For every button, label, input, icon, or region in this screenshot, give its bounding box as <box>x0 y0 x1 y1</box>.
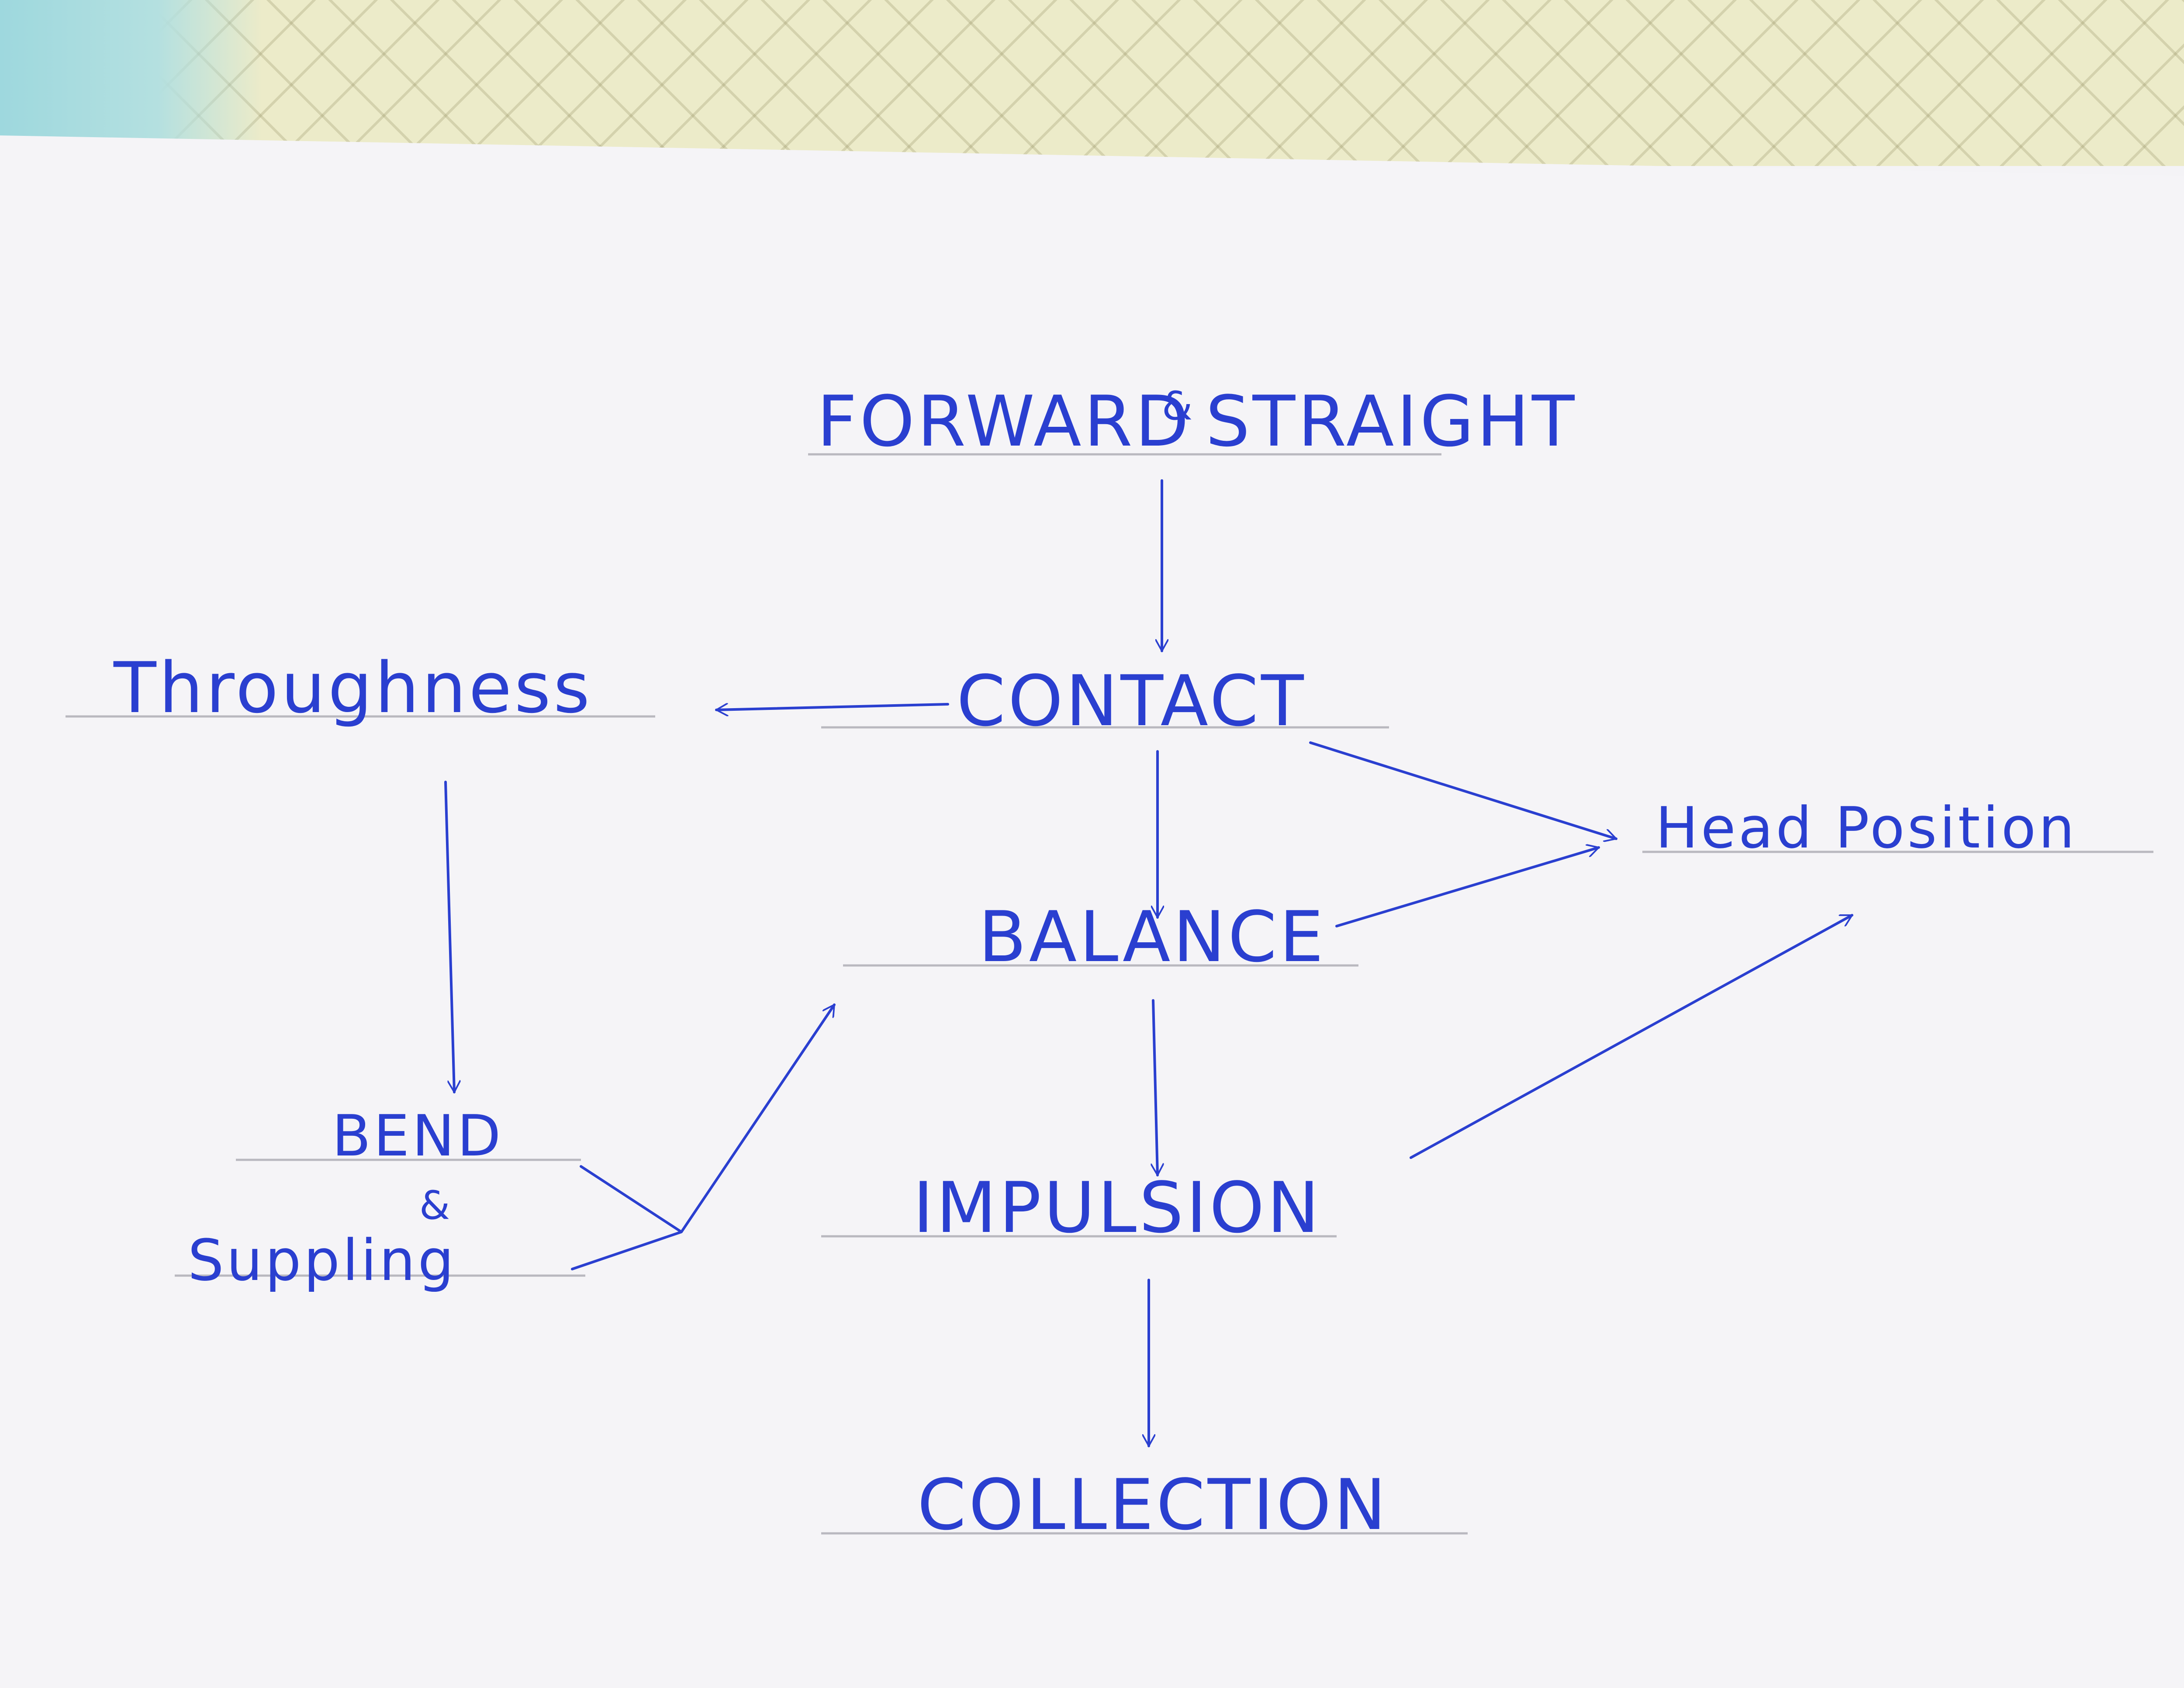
node-forward-label-word1: FORWARD <box>817 380 1192 462</box>
node-throughness-label: Throughness <box>113 647 592 729</box>
edge-impulsion-to-head-position <box>1410 914 1852 1159</box>
node-balance-label: BALANCE <box>978 896 1326 978</box>
edge-bend-to-balance <box>571 1005 836 1270</box>
edge-throughness-to-bend <box>444 781 454 1092</box>
node-bend-amp: & <box>419 1183 450 1228</box>
edge-contact-to-throughness <box>716 703 949 710</box>
fabric-background-blue-corner <box>0 0 262 140</box>
edge-balance-to-impulsion <box>1153 999 1158 1175</box>
node-bend-label: BEND <box>332 1103 504 1169</box>
node-forward-label-amp: & <box>1162 383 1192 429</box>
edge-contact-to-head-position <box>1309 741 1616 839</box>
node-suppling-label: Suppling <box>188 1227 456 1294</box>
fabric-background <box>0 0 2184 166</box>
node-impulsion-label: IMPULSION <box>913 1167 1322 1249</box>
node-collection-label: COLLECTION <box>917 1464 1389 1546</box>
node-forward-straight: FORWARD & STRAIGHT <box>817 380 1577 462</box>
node-bend-suppling: BEND & Suppling <box>188 1103 504 1294</box>
node-head-position-label: Head Position <box>1655 795 2077 861</box>
node-contact-label: CONTACT <box>957 660 1306 742</box>
node-forward-label-word2: STRAIGHT <box>1206 380 1577 462</box>
edge-balance-to-head-position <box>1335 847 1599 927</box>
